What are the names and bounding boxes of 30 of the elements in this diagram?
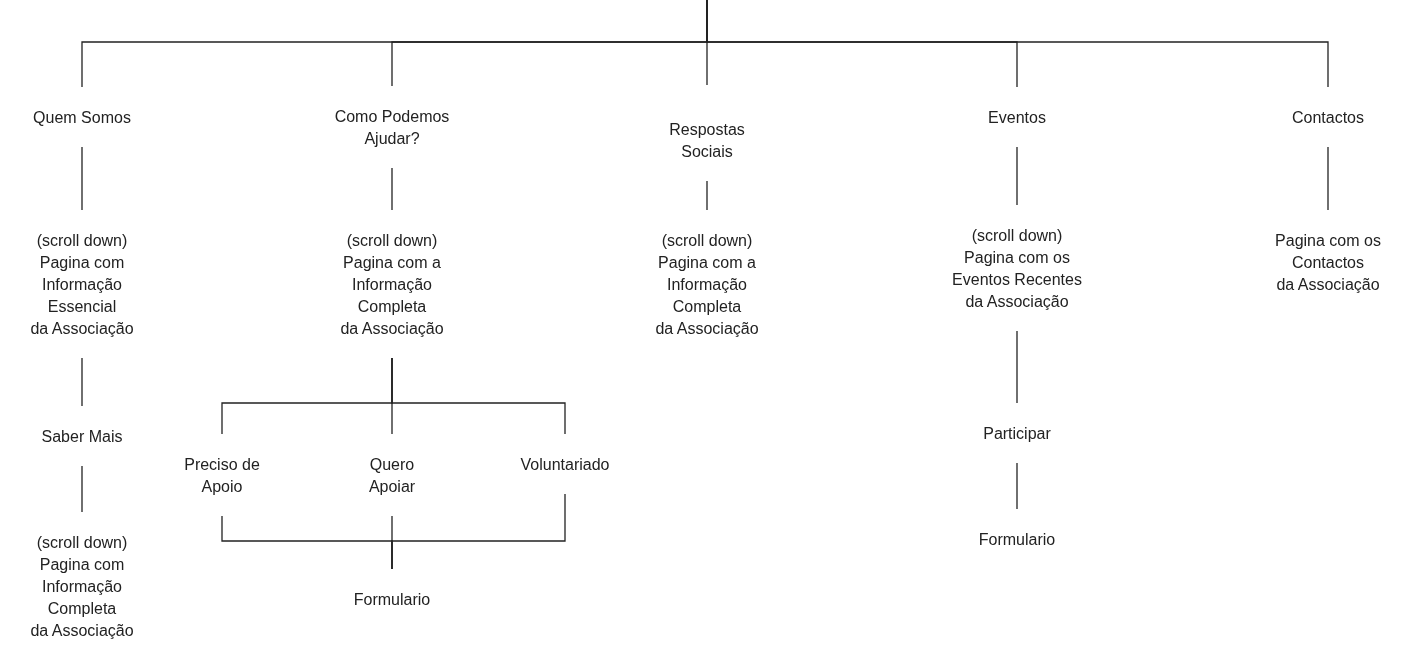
- connector-line: [1016, 146, 1018, 206]
- sitemap-page-label: Como Podemos Ajudar?: [334, 106, 450, 150]
- sitemap-page-label: (scroll down) Pagina com a Informação Completa da Associação: [340, 230, 444, 340]
- sitemap-page-label: (scroll down) Pagina com a Informação Completa da Associação: [655, 230, 759, 340]
- connector-line: [391, 493, 566, 570]
- sitemap-page-label: Quero Apoiar: [368, 454, 416, 498]
- sitemap-page-label: Voluntariado: [520, 454, 610, 476]
- connector-line: [1016, 462, 1018, 510]
- sitemap-page-label: Formulario: [978, 529, 1056, 551]
- connector-line: [706, 180, 708, 211]
- sitemap-page-label: (scroll down) Pagina com Informação Essencial da Associação: [30, 230, 134, 340]
- connector-line: [81, 146, 83, 211]
- sitemap-page-label: Participar: [983, 423, 1051, 445]
- connector-line: [1327, 146, 1329, 211]
- sitemap-page-label: Eventos: [988, 107, 1046, 129]
- sitemap-page-label: Quem Somos: [33, 107, 131, 129]
- connector-line: [706, 0, 1329, 88]
- sitemap-page-label: Pagina com os Contactos da Associação: [1275, 230, 1381, 296]
- sitemap-page-label: Preciso de Apoio: [184, 454, 260, 498]
- sitemap-page-label: (scroll down) Pagina com os Eventos Recentes da Associação: [952, 225, 1082, 313]
- connector-line: [81, 465, 83, 513]
- sitemap-page-label: Contactos: [1292, 107, 1364, 129]
- sitemap-page-label: Saber Mais: [41, 426, 123, 448]
- connector-line: [391, 357, 566, 435]
- sitemap-page-label: Respostas Sociais: [669, 119, 745, 163]
- connector-line: [391, 167, 393, 211]
- sitemap-page-label: Formulario: [353, 589, 431, 611]
- connector-line: [1016, 330, 1018, 404]
- connector-line: [81, 357, 83, 407]
- sitemap-page-label: (scroll down) Pagina com Informação Completa da Associação: [30, 532, 134, 642]
